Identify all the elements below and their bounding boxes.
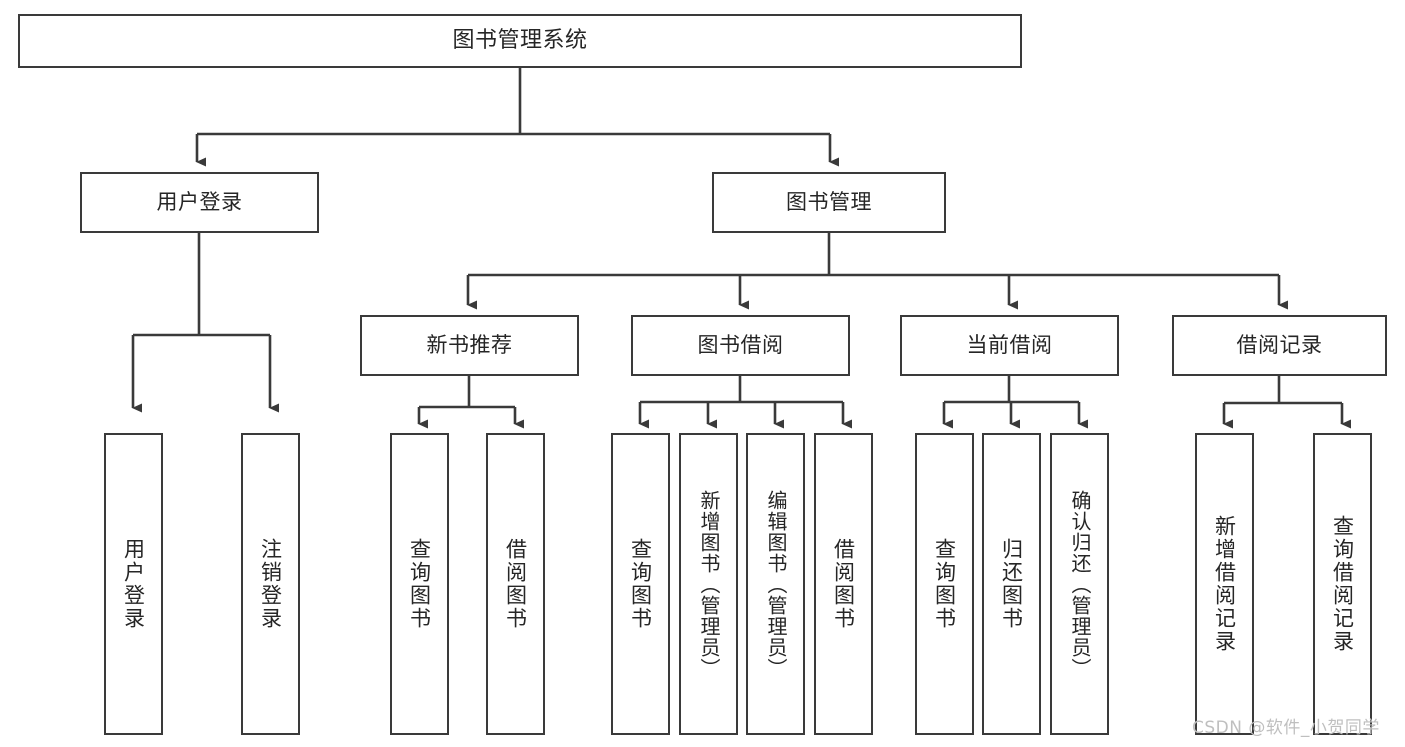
- csdn-watermark: CSDN @软件_小贺同学: [1192, 718, 1380, 738]
- node-user-login[interactable]: 用户登录: [80, 172, 319, 233]
- leaf-user-login[interactable]: 用户登录: [104, 433, 163, 735]
- node-borrow-record[interactable]: 借阅记录: [1172, 315, 1387, 376]
- leaf-query-book-recommend[interactable]: 查询图书: [390, 433, 449, 735]
- node-label: 注销登录: [258, 538, 283, 630]
- leaf-add-book-admin[interactable]: 新增图书（管理员）: [679, 433, 738, 735]
- node-label: 图书借阅: [697, 333, 784, 358]
- leaf-borrow-book[interactable]: 借阅图书: [814, 433, 873, 735]
- leaf-query-book-current[interactable]: 查询图书: [915, 433, 974, 735]
- leaf-return-book[interactable]: 归还图书: [982, 433, 1041, 735]
- node-root-book-management-system[interactable]: 图书管理系统: [18, 14, 1022, 68]
- node-label: 借阅图书: [831, 538, 856, 630]
- leaf-query-borrow-record[interactable]: 查询借阅记录: [1313, 433, 1372, 735]
- node-label: 查询图书: [628, 538, 653, 630]
- leaf-query-book-borrow[interactable]: 查询图书: [611, 433, 670, 735]
- node-label: 编辑图书（管理员）: [764, 489, 788, 679]
- leaf-confirm-return-admin[interactable]: 确认归还（管理员）: [1050, 433, 1109, 735]
- node-label: 查询借阅记录: [1330, 515, 1355, 653]
- node-label: 用户登录: [121, 538, 146, 630]
- node-label: 图书管理: [786, 190, 872, 215]
- node-label: 归还图书: [999, 538, 1024, 630]
- node-label: 借阅记录: [1236, 333, 1323, 358]
- leaf-borrow-book-recommend[interactable]: 借阅图书: [486, 433, 545, 735]
- node-label: 新增借阅记录: [1212, 515, 1237, 653]
- node-label: 查询图书: [407, 538, 432, 630]
- node-new-book-recommend[interactable]: 新书推荐: [360, 315, 579, 376]
- leaf-add-borrow-record[interactable]: 新增借阅记录: [1195, 433, 1254, 735]
- node-label: 查询图书: [932, 538, 957, 630]
- node-book-borrow[interactable]: 图书借阅: [631, 315, 850, 376]
- node-label: 图书管理系统: [452, 28, 588, 54]
- leaf-logout-login[interactable]: 注销登录: [241, 433, 300, 735]
- node-label: 新增图书（管理员）: [697, 489, 721, 679]
- node-label: 新书推荐: [426, 333, 513, 358]
- node-book-management[interactable]: 图书管理: [712, 172, 946, 233]
- node-label: 确认归还（管理员）: [1068, 489, 1092, 679]
- node-label: 借阅图书: [503, 538, 528, 630]
- node-label: 当前借阅: [966, 333, 1053, 358]
- node-label: 用户登录: [156, 190, 243, 215]
- leaf-edit-book-admin[interactable]: 编辑图书（管理员）: [746, 433, 805, 735]
- node-current-borrow[interactable]: 当前借阅: [900, 315, 1119, 376]
